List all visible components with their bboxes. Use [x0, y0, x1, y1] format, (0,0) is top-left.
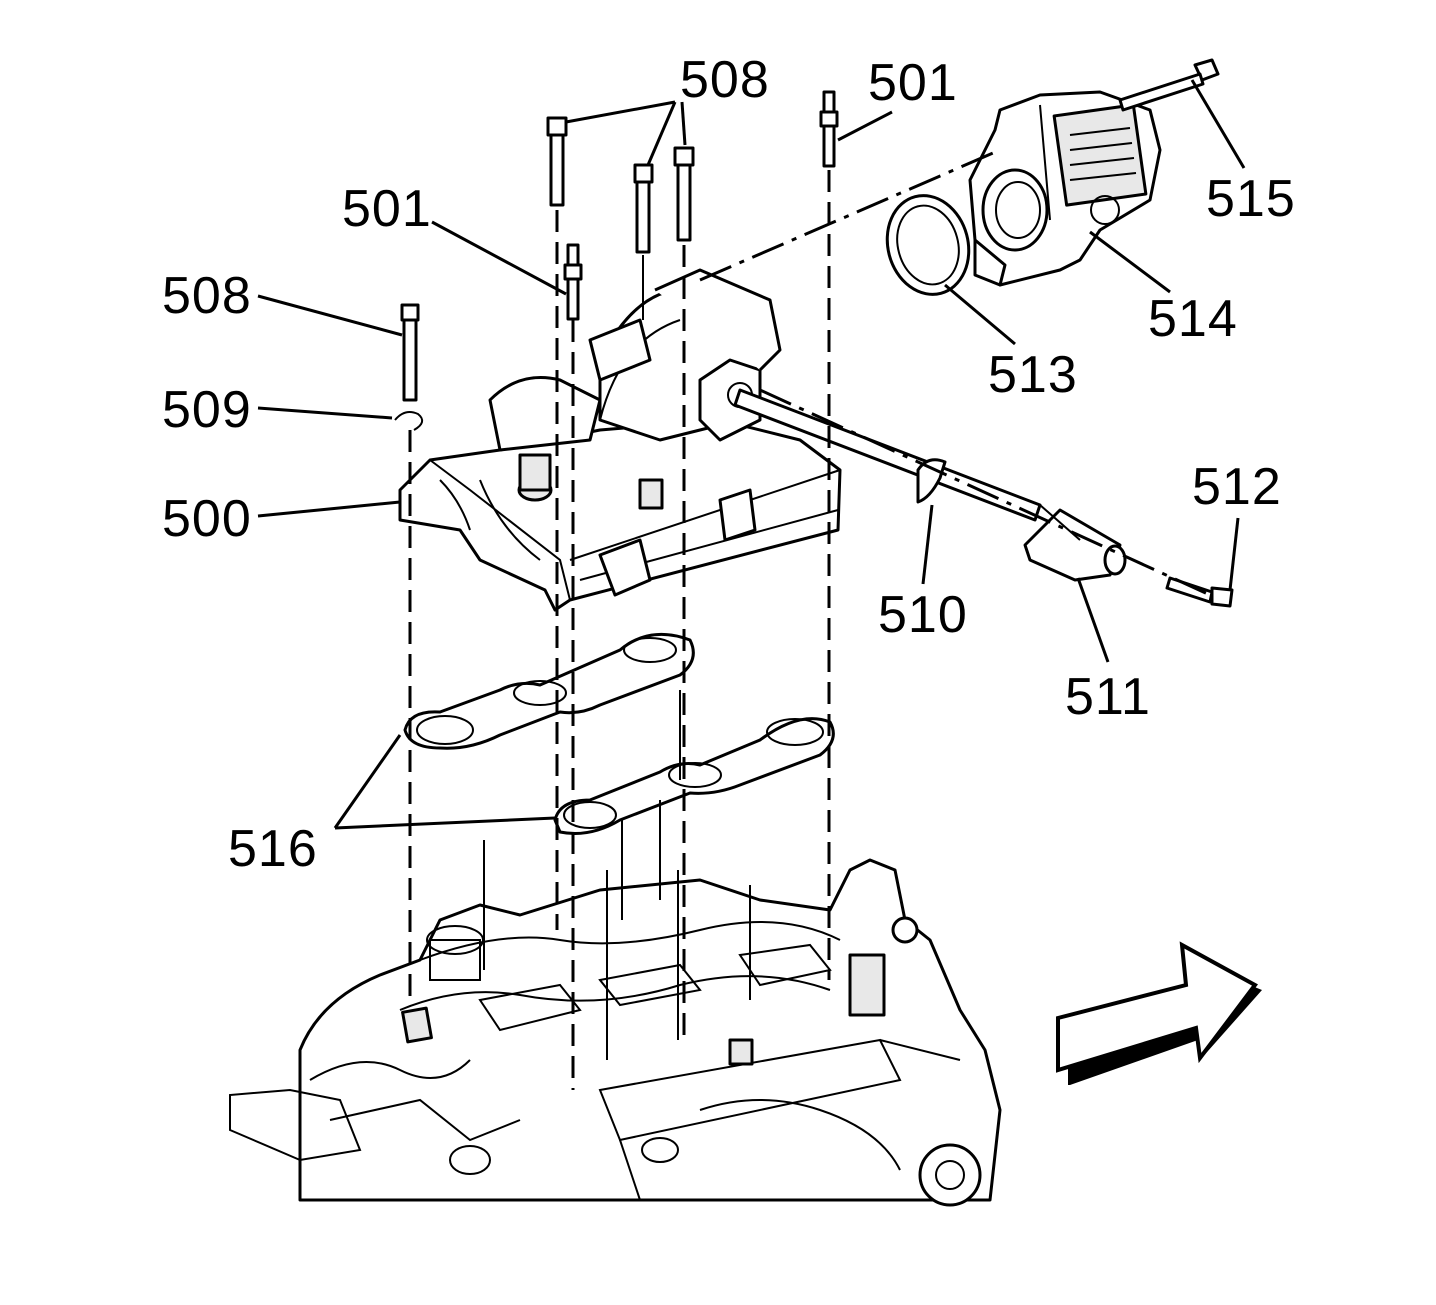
bolt-508-a [546, 116, 568, 207]
stud-501-right [819, 90, 839, 168]
bolt-508-left [400, 303, 420, 402]
bolt-515 [1118, 58, 1220, 112]
callout-516: 516 [228, 820, 318, 878]
callout-511: 511 [1065, 668, 1151, 726]
callout-501-top-right: 501 [868, 54, 958, 112]
throttle-body [968, 90, 1162, 287]
front-direction-arrow [1056, 941, 1262, 1085]
callout-508-top: 508 [680, 51, 770, 109]
bolt-512 [1165, 576, 1234, 608]
callout-508-left: 508 [162, 267, 252, 325]
bolt-508-c [673, 146, 695, 242]
intake-gasket-left [403, 632, 695, 750]
alignment-lines [408, 148, 1211, 1090]
throttle-body-seal [885, 194, 971, 296]
callout-500: 500 [162, 490, 252, 548]
washer-509 [394, 411, 424, 431]
bolt-508-b [633, 163, 654, 254]
engine-block [229, 858, 1002, 1207]
callout-514: 514 [1148, 290, 1238, 348]
callout-labels: 508 501 501 508 509 500 515 514 513 512 … [162, 51, 1296, 878]
callout-515: 515 [1206, 170, 1296, 228]
callout-510: 510 [878, 586, 968, 644]
callout-501-left: 501 [342, 180, 432, 238]
stud-501-left [563, 243, 583, 321]
callout-513: 513 [988, 346, 1078, 404]
intake-gasket-right [553, 717, 835, 835]
leader-lines [257, 79, 1246, 830]
callout-512: 512 [1192, 458, 1282, 516]
intake-manifold [398, 268, 842, 612]
callout-509: 509 [162, 381, 252, 439]
